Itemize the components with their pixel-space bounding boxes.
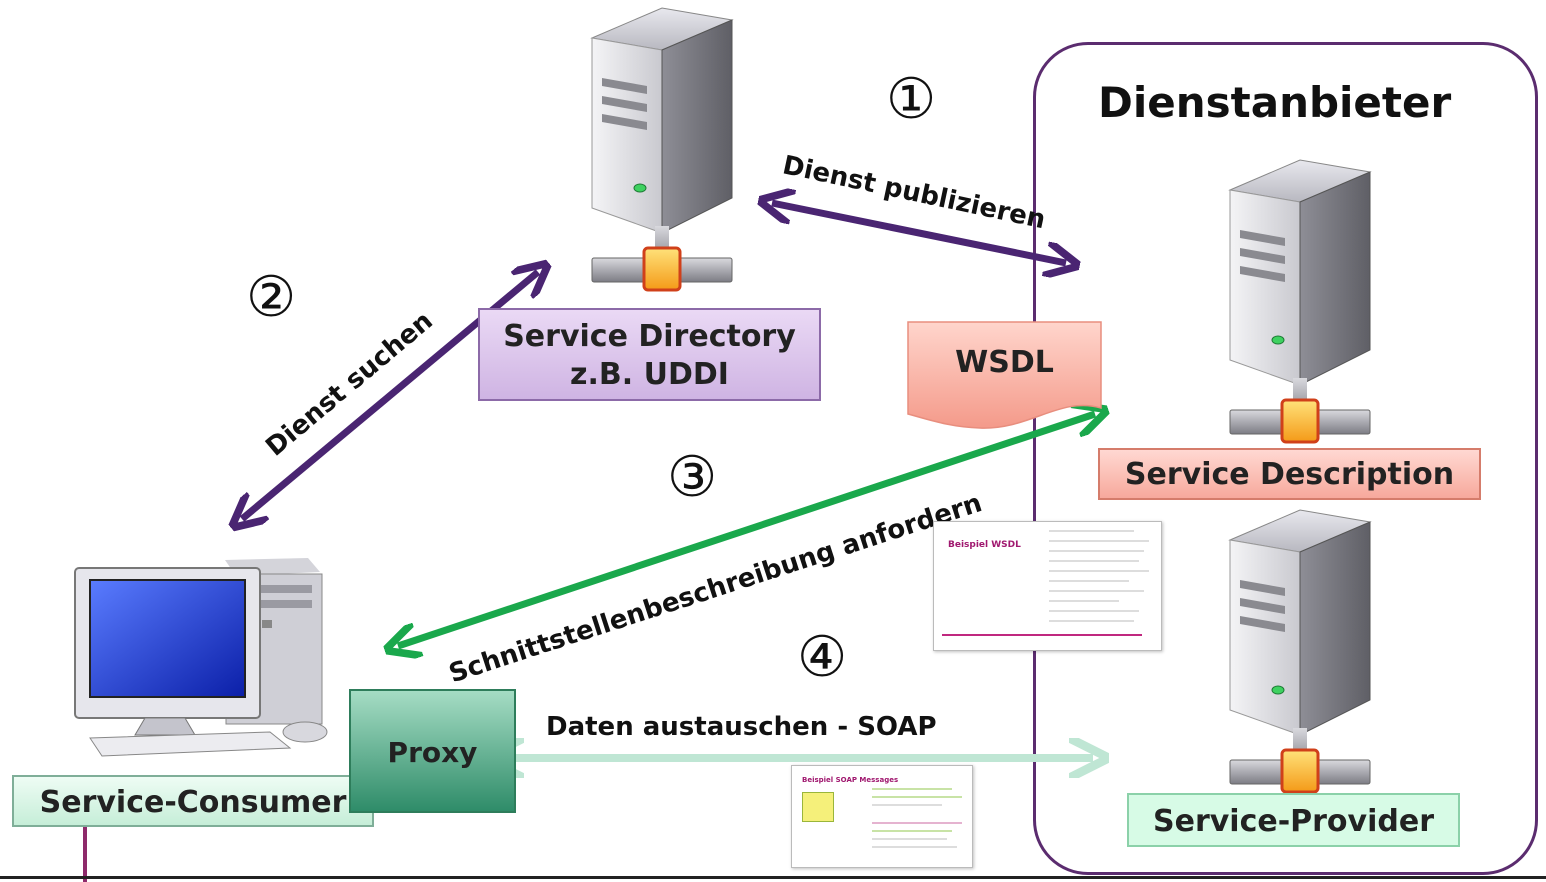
service-provider-label: Service-Provider — [1127, 793, 1460, 847]
wsdl-document-icon — [907, 321, 1102, 429]
step-4-number: ④ — [797, 625, 848, 690]
service-directory-line1: Service Directory — [503, 319, 796, 354]
wsdl-slide-thumbnail: Beispiel WSDL — [933, 521, 1162, 651]
soap-slide-title: Beispiel SOAP Messages — [802, 776, 899, 784]
service-consumer-label: Service-Consumer — [12, 775, 374, 827]
request-description-arrow — [398, 414, 1095, 646]
service-directory-label: Service Directory z.B. UDDI — [478, 308, 821, 401]
step-1-number: ① — [886, 67, 937, 132]
directory-server-icon — [590, 6, 734, 292]
provider-group-title: Dienstanbieter — [1098, 78, 1452, 127]
soap-exchange-label: Daten austauschen - SOAP — [546, 712, 937, 742]
publish-arrow — [772, 203, 1066, 263]
wsdl-slide-title: Beispiel WSDL — [948, 540, 1021, 550]
proxy-box: Proxy — [349, 689, 516, 813]
description-server-icon — [1228, 158, 1372, 444]
wsdl-label: WSDL — [955, 345, 1054, 380]
service-directory-line2: z.B. UDDI — [570, 357, 729, 392]
computer-icon — [74, 558, 328, 757]
service-description-label: Service Description — [1098, 448, 1481, 500]
soap-slide-thumbnail: Beispiel SOAP Messages — [791, 765, 973, 868]
provider-server-icon — [1228, 508, 1372, 794]
step-3-number: ③ — [667, 445, 718, 510]
step-2-number: ② — [246, 265, 297, 330]
bottom-rule — [0, 876, 1546, 879]
consumer-connector-line — [83, 827, 87, 882]
